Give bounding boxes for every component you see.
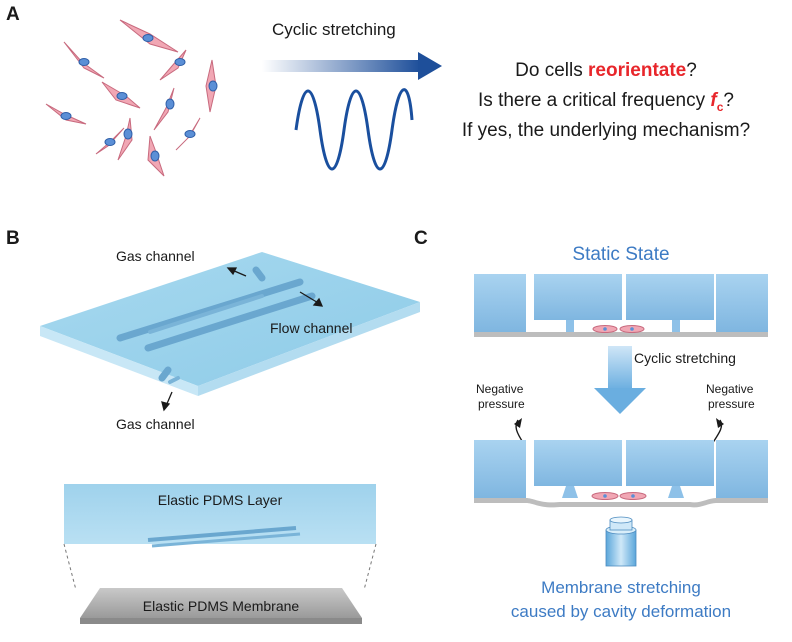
gas-channel-bottom-label: Gas channel [116, 416, 195, 432]
panel-c-letter: C [414, 228, 428, 249]
gas-channel-top-label: Gas channel [116, 248, 195, 264]
flow-channel-label: Flow channel [270, 320, 353, 336]
pdms-layer-label: Elastic PDMS Layer [157, 492, 283, 508]
pdms-membrane-label: Elastic PDMS Membrane [142, 598, 300, 614]
question-1-prefix: Do cells [515, 60, 589, 81]
pdms-layer [64, 484, 376, 548]
question-1: Do cells reorientate? [426, 60, 786, 82]
result-line-1: Membrane stretching [541, 578, 701, 597]
cell-6 [153, 87, 175, 131]
question-1-suffix: ? [686, 60, 697, 81]
question-3: If yes, the underlying mechanism? [461, 120, 751, 141]
cell-5 [101, 81, 141, 109]
question-2-suffix: ? [723, 90, 734, 111]
cyclic-wave [294, 88, 414, 171]
result-line-2: caused by cavity deformation [510, 602, 732, 621]
question-2: Is there a critical frequency fc? [426, 90, 786, 114]
panel-b-arrows [161, 267, 324, 412]
cell-4 [205, 59, 218, 113]
negative-pressure-left-2: pressure [478, 397, 525, 411]
static-state-label: Static State [572, 244, 670, 265]
stretched-device [474, 440, 768, 508]
connector-lines [63, 543, 377, 591]
question-1-highlight: reorientate [588, 60, 687, 81]
static-device [474, 274, 768, 337]
negative-pressure-left-1: Negative [476, 382, 524, 396]
microfluidic-chip [40, 252, 420, 396]
critical-frequency-subscript: c [716, 99, 724, 114]
cell-2 [63, 41, 105, 79]
question-2-prefix: Is there a critical frequency [478, 90, 711, 111]
stretching-arrow [262, 52, 442, 80]
cell-cluster [45, 19, 218, 177]
arrow-label: Cyclic stretching [272, 20, 396, 39]
cyclic-stretching-label: Cyclic stretching [634, 350, 736, 366]
cell-9 [175, 117, 201, 151]
cell-8 [117, 117, 133, 161]
cell-7 [45, 103, 87, 125]
panel-a-letter: A [6, 4, 20, 25]
pdms-membrane [80, 588, 362, 624]
negative-pressure-right-2: pressure [708, 397, 755, 411]
negative-pressure-right-1: Negative [706, 382, 754, 396]
microscope-objective [605, 516, 637, 567]
cell-11 [147, 135, 165, 177]
panel-b-letter: B [6, 228, 20, 249]
cell-10 [95, 127, 125, 155]
cell-1 [119, 19, 179, 53]
critical-frequency-symbol: f [710, 90, 717, 111]
cell-3 [159, 49, 187, 81]
cyclic-down-arrow [594, 346, 646, 414]
